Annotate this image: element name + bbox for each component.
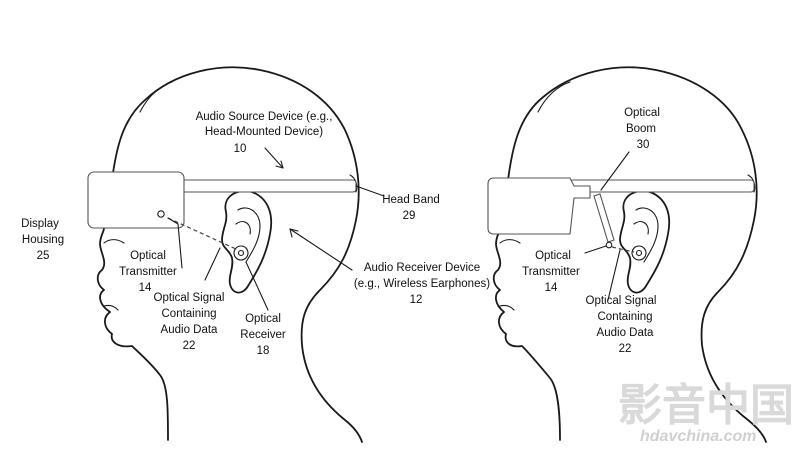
left-optical-transmitter bbox=[157, 210, 165, 218]
left-labels: Audio Source Device (e.g., Head-Mounted … bbox=[21, 111, 490, 357]
optical-transmitter-ref: 14 bbox=[139, 282, 152, 294]
optical-boom-label-line1: Optical bbox=[624, 107, 660, 119]
watermark: 影音中国 hdavchina.com bbox=[618, 381, 794, 445]
audio-source-label-line1: Audio Source Device (e.g., bbox=[196, 111, 333, 123]
left-optical-receiver-dot bbox=[237, 249, 245, 257]
right-leader-lines bbox=[584, 151, 630, 301]
display-housing-label-line1: Display bbox=[21, 218, 59, 230]
left-optical-signal-beam bbox=[167, 217, 239, 251]
left-head-illustration bbox=[87, 66, 363, 443]
right-optical-signal-label-line2: Containing bbox=[598, 311, 653, 323]
right-earphone-dot bbox=[635, 249, 643, 257]
optical-signal-label-line3: Audio Data bbox=[161, 324, 219, 336]
left-display-housing bbox=[87, 171, 185, 229]
audio-receiver-ref: 12 bbox=[410, 294, 423, 306]
right-head-band bbox=[569, 179, 755, 193]
head-band-label: Head Band bbox=[382, 194, 440, 206]
right-optical-boom bbox=[593, 193, 615, 243]
right-optical-transmitter-label-line1: Optical bbox=[535, 250, 571, 262]
optical-receiver-ref: 18 bbox=[257, 345, 270, 357]
right-eye bbox=[499, 239, 521, 244]
right-optical-signal-label-line3: Audio Data bbox=[597, 327, 655, 339]
right-optical-signal-ref: 22 bbox=[619, 343, 632, 355]
watermark-chinese: 影音中国 bbox=[618, 381, 794, 430]
optical-transmitter-label-line1: Optical bbox=[130, 250, 166, 262]
left-earphone bbox=[233, 245, 249, 261]
right-optical-signal-label-line1: Optical Signal bbox=[586, 295, 657, 307]
right-head-illustration bbox=[487, 66, 767, 443]
watermark-site: hdavchina.com bbox=[640, 428, 756, 445]
optical-receiver-label-line1: Optical bbox=[245, 313, 281, 325]
right-optical-transmitter-ref: 14 bbox=[545, 282, 558, 294]
right-optical-signal-beam bbox=[611, 246, 635, 253]
left-eye bbox=[103, 239, 125, 244]
left-head-band bbox=[169, 179, 357, 193]
right-optical-transmitter-label-line2: Transmitter bbox=[522, 266, 580, 278]
left-ear bbox=[221, 190, 273, 294]
display-housing-ref: 25 bbox=[37, 250, 50, 262]
optical-signal-label-line2: Containing bbox=[162, 308, 217, 320]
right-earphone bbox=[631, 245, 647, 261]
optical-transmitter-label-line2: Transmitter bbox=[119, 266, 177, 278]
right-mouth bbox=[499, 304, 515, 311]
display-housing-label-line2: Housing bbox=[22, 234, 64, 246]
audio-source-label-line2: Head-Mounted Device) bbox=[205, 126, 323, 138]
optical-signal-ref: 22 bbox=[183, 340, 196, 352]
audio-receiver-label-line2: (e.g., Wireless Earphones) bbox=[354, 278, 490, 290]
optical-boom-ref: 30 bbox=[637, 139, 650, 151]
audio-receiver-label-line1: Audio Receiver Device bbox=[364, 262, 480, 274]
right-optical-transmitter bbox=[605, 241, 613, 249]
optical-boom-label-line2: Boom bbox=[626, 123, 656, 135]
left-leader-lines bbox=[167, 147, 385, 311]
audio-source-ref: 10 bbox=[234, 143, 247, 155]
optical-receiver-label-line2: Receiver bbox=[240, 329, 286, 341]
left-mouth bbox=[103, 304, 119, 311]
right-labels: Optical Boom 30 Optical Transmitter 14 O… bbox=[522, 107, 660, 355]
right-display-housing bbox=[487, 177, 591, 235]
optical-signal-label-line1: Optical Signal bbox=[154, 292, 225, 304]
right-ear bbox=[619, 190, 671, 294]
head-band-ref: 29 bbox=[403, 210, 416, 222]
